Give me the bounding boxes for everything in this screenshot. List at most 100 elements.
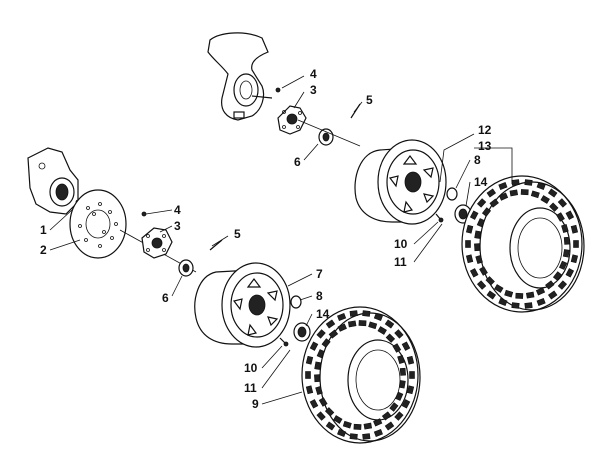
callout-13: 13 [478, 139, 492, 153]
lower-rim [194, 262, 291, 348]
upper-axis-line [297, 119, 361, 147]
tread-block [384, 421, 395, 431]
tread-block [562, 249, 570, 258]
tread-block [349, 433, 358, 440]
brake-disc [69, 189, 127, 259]
callout-4-lower: 4 [174, 203, 181, 217]
tread-block [321, 338, 331, 348]
tread-block [524, 302, 533, 309]
tread-block [406, 355, 415, 365]
tread-block [511, 302, 520, 309]
lower-lug-nut [290, 295, 302, 309]
tread-block [511, 179, 520, 186]
tread-block [349, 310, 358, 317]
tread-block [373, 418, 383, 427]
tread-block [385, 333, 396, 343]
tread-block [337, 429, 347, 437]
tread-block [485, 276, 495, 286]
tread-block [368, 321, 378, 330]
lower-stud [209, 239, 223, 251]
upper-valve-stem [435, 213, 444, 223]
tread-block [362, 433, 371, 440]
tread-block [394, 329, 404, 339]
tread-block [486, 290, 497, 300]
tread-block [563, 236, 570, 245]
tread-block [476, 218, 486, 228]
tread-block [469, 210, 479, 220]
tread-block [504, 289, 514, 298]
tread-block [573, 240, 579, 248]
callout-11-upper: 11 [394, 255, 407, 269]
tread-block [545, 280, 555, 290]
callout-labels: 1 2 4 3 5 6 7 8 14 10 11 9 4 3 5 6 12 13… [40, 67, 492, 411]
tread-block [530, 190, 540, 199]
leader-lines [49, 75, 513, 405]
tread-block [476, 280, 487, 290]
tread-block [401, 399, 411, 409]
lower-hub [141, 227, 173, 259]
upper-hub [277, 105, 307, 135]
tread-block [337, 323, 347, 332]
callout-3-lower: 3 [174, 219, 181, 233]
tread-block [465, 224, 474, 234]
tread-block [557, 280, 568, 290]
tread-block [540, 195, 550, 204]
tread-block [481, 207, 492, 217]
callout-4-upper: 4 [310, 67, 317, 81]
callout-8-upper: 8 [474, 153, 481, 167]
lower-valve-stem [279, 337, 289, 347]
tread-block [409, 371, 415, 379]
callout-2: 2 [40, 243, 47, 257]
tread-block [401, 341, 411, 351]
lower-cap [293, 322, 311, 342]
callout-5-lower: 5 [234, 227, 241, 241]
tread-block [384, 319, 395, 329]
tread-block [314, 374, 321, 383]
callout-8-lower: 8 [316, 289, 323, 303]
tread-block [515, 292, 524, 299]
tread-block [362, 310, 371, 317]
tread-block [525, 291, 535, 299]
callout-3-upper: 3 [310, 83, 317, 97]
callout-1: 1 [40, 223, 47, 237]
tread-block [309, 341, 319, 351]
tread-block [498, 298, 508, 306]
callout-10-lower: 10 [244, 361, 258, 375]
tread-block [395, 391, 404, 401]
tread-block [498, 192, 509, 201]
tread-block [547, 290, 558, 300]
tread-block [315, 386, 323, 395]
callout-9: 9 [252, 397, 259, 411]
tread-block [363, 422, 373, 430]
tread-block [570, 224, 579, 234]
tread-block [524, 179, 533, 186]
tread-block [476, 198, 487, 208]
upper-bolt [275, 87, 281, 93]
tread-block [309, 399, 319, 409]
upper-rim [354, 139, 447, 225]
tread-block [381, 411, 392, 421]
tread-block [520, 189, 529, 196]
tread-block [509, 189, 519, 197]
tread-block [333, 415, 343, 424]
tread-block [465, 254, 474, 264]
tread-block [394, 411, 404, 421]
tread-block [469, 268, 479, 278]
tread-block [475, 255, 483, 264]
tread-block [347, 320, 357, 328]
tread-block [547, 188, 558, 198]
upper-lug-nut [446, 187, 458, 201]
tread-block [398, 380, 406, 389]
lower-nut [178, 259, 194, 277]
tread-block [561, 224, 569, 233]
lower-bolt [141, 211, 147, 217]
tread-block [325, 319, 336, 329]
tread-block [325, 421, 336, 431]
tread-block [373, 313, 383, 321]
tread-block [474, 230, 482, 239]
tread-block [570, 254, 579, 264]
tread-block [479, 266, 488, 276]
tread-block [389, 402, 399, 412]
